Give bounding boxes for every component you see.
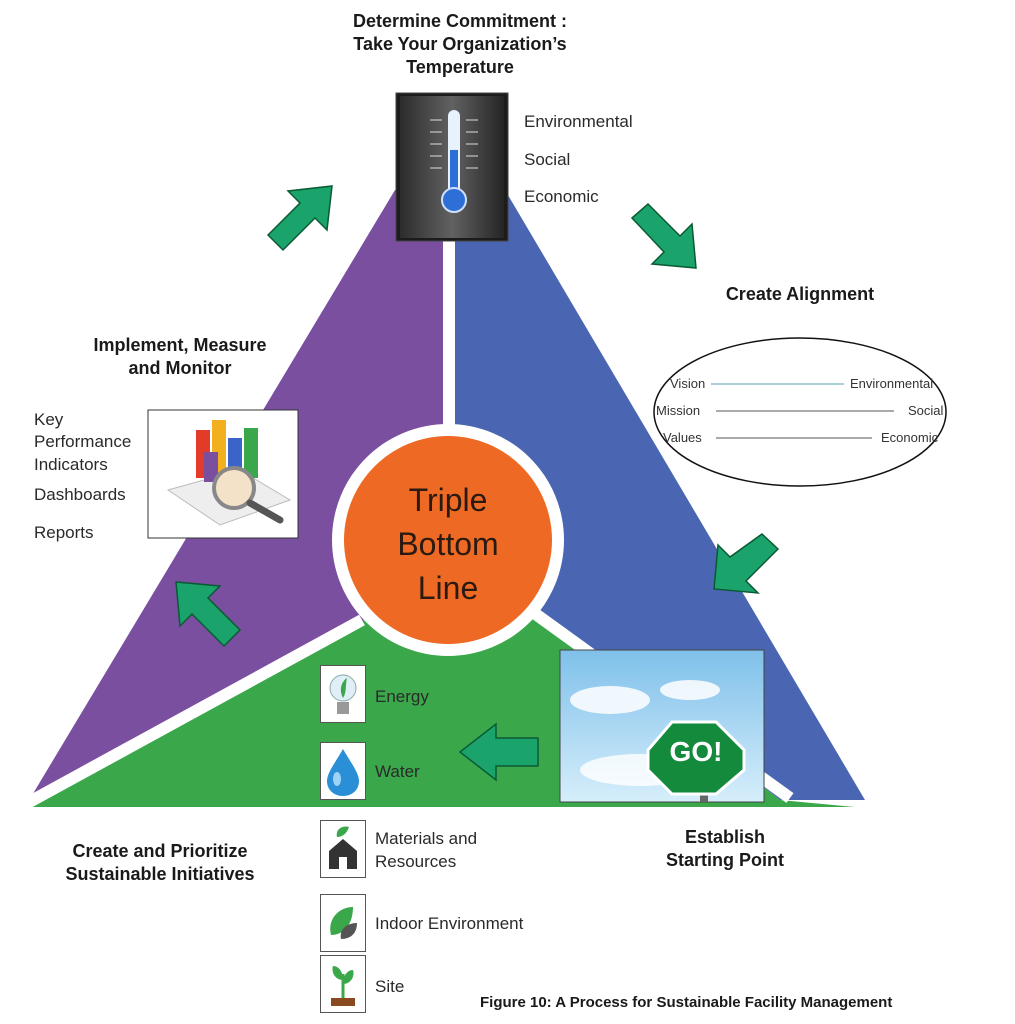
commitment-item-social: Social <box>524 150 571 169</box>
initiative-energy: Energy <box>375 687 429 706</box>
starting-point-line2: Starting Point <box>666 850 784 870</box>
commitment-item-environmental: Environmental <box>524 112 633 131</box>
go-sign-image <box>559 649 765 803</box>
arrow-up-left-left <box>175 581 242 648</box>
commitment-heading: Determine Commitment : Take Your Organiz… <box>300 10 620 79</box>
figure-caption: Figure 10: A Process for Sustainable Fac… <box>480 994 893 1011</box>
thermometer-image <box>395 92 509 242</box>
water-drop-icon <box>320 742 366 800</box>
house-leaf-icon <box>320 820 366 878</box>
center-line2: Bottom <box>397 526 499 562</box>
implement-heading: Implement, Measure and Monitor <box>60 334 300 380</box>
implement-item-performance: Performance <box>34 432 132 451</box>
commitment-heading-line3: Temperature <box>406 57 514 77</box>
prioritize-heading-line2: Sustainable Initiatives <box>65 864 255 884</box>
alignment-right-social: Social <box>908 403 944 418</box>
implement-item-indicators: Indicators <box>34 455 108 474</box>
alignment-right-environmental: Environmental <box>850 376 934 391</box>
initiative-materials-line1: Materials and <box>375 829 478 848</box>
leaves-icon <box>320 894 366 952</box>
arrow-down-right-top <box>630 202 697 269</box>
center-circle <box>344 436 552 644</box>
prioritize-heading: Create and Prioritize Sustainable Initia… <box>30 840 290 886</box>
initiative-water: Water <box>375 762 420 781</box>
center-line3: Line <box>417 570 479 606</box>
implement-item-dashboards: Dashboards <box>34 485 126 504</box>
sprout-icon <box>320 955 366 1013</box>
alignment-right-economic: Economic <box>881 430 939 445</box>
commitment-heading-line1: Determine Commitment : <box>352 11 568 31</box>
triple-bottom-line-label: Triple Bottom Line <box>348 478 548 610</box>
alignment-oval <box>653 337 947 487</box>
implement-item-key: Key <box>34 410 64 429</box>
initiative-site: Site <box>375 977 405 996</box>
commitment-heading-line2: Take Your Organization’s <box>353 34 567 54</box>
prioritize-heading-line1: Create and Prioritize <box>72 841 248 861</box>
lightbulb-icon <box>320 665 366 723</box>
alignment-left-values: Values <box>663 430 702 445</box>
alignment-heading: Create Alignment <box>725 284 875 304</box>
starting-point-heading: Establish Starting Point <box>630 826 820 872</box>
initiative-indoor-environment: Indoor Environment <box>375 914 524 933</box>
alignment-left-mission: Mission <box>656 403 701 418</box>
arrow-down-left-right <box>713 533 780 594</box>
initiative-materials-line2: Resources <box>375 852 457 871</box>
alignment-left-vision: Vision <box>670 376 706 391</box>
commitment-item-economic: Economic <box>524 187 599 206</box>
go-sign-text: GO! <box>669 736 723 767</box>
implement-heading-line2: and Monitor <box>128 358 232 378</box>
arrow-left-bottom <box>458 722 539 782</box>
arrow-up-right-top <box>266 185 333 252</box>
blue-segment <box>455 190 865 800</box>
starting-point-line1: Establish <box>684 827 766 847</box>
kpi-chart-image <box>147 409 299 539</box>
center-line1: Triple <box>408 482 488 518</box>
implement-heading-line1: Implement, Measure <box>93 335 267 355</box>
implement-item-reports: Reports <box>34 523 94 542</box>
